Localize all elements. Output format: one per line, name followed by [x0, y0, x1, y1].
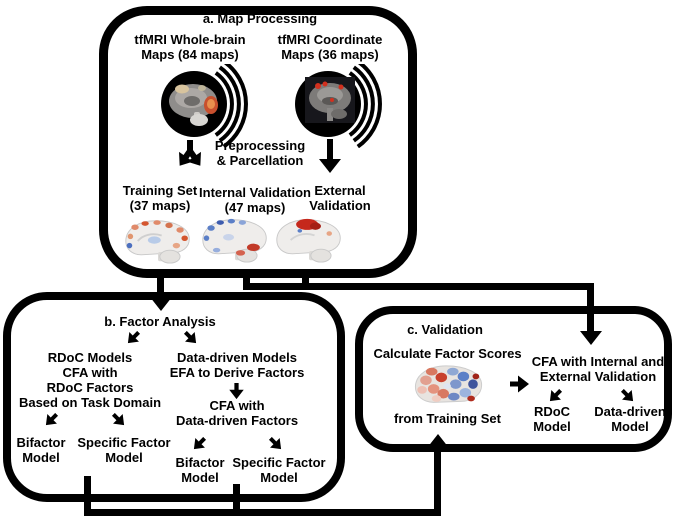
down-arrow-head — [319, 159, 341, 173]
text-line: Model — [181, 470, 219, 485]
text-line: CFA with — [62, 365, 118, 380]
text-line: Internal Validation — [199, 185, 311, 200]
rdoc-model-label: RDoC Model — [522, 404, 582, 434]
text-line: Data-driven Factors — [175, 413, 299, 428]
from-training-set-label: from Training Set — [394, 411, 501, 426]
coordinate-circle-icon — [295, 64, 382, 148]
external-validation-label: External Validation — [302, 183, 378, 213]
wholebrain-maps-label: tfMRI Whole-brain Maps (84 maps) — [110, 32, 270, 62]
text-line: Model — [22, 450, 60, 465]
text-line: & Parcellation — [216, 153, 304, 168]
text-line: Bifactor — [175, 455, 225, 470]
text-line: Specific Factor — [232, 455, 326, 470]
text-line: Preprocessing — [214, 138, 306, 153]
connector-into-c-arrowhead — [580, 331, 602, 345]
text-line: EFA to Derive Factors — [169, 365, 305, 380]
text-line: RDoC Models — [47, 350, 133, 365]
text-line: Model — [105, 450, 143, 465]
preprocessing-label: Preprocessing & Parcellation — [197, 138, 323, 168]
text-line: Bifactor — [16, 435, 66, 450]
text-line: Based on Task Domain — [18, 395, 162, 410]
cfa-data-driven-label: CFA with Data-driven Factors — [157, 398, 317, 428]
text-line: Data-driven Models — [177, 350, 297, 365]
text-line: (47 maps) — [224, 200, 286, 215]
text-line: Maps (84 maps) — [141, 47, 239, 62]
text-line: Validation — [309, 198, 371, 213]
connector-a-to-b-arrowhead — [150, 297, 172, 311]
connector-validation-hline — [243, 283, 594, 290]
connector-b-right-stub — [233, 484, 240, 516]
panel-b-factor-analysis — [3, 292, 345, 502]
training-set-label: Training Set (37 maps) — [108, 183, 212, 213]
text-line: Model — [533, 419, 571, 434]
specific-factor-right-label: Specific Factor Model — [228, 455, 330, 485]
text-line: Data-driven — [594, 404, 666, 419]
down-arrow-shaft — [327, 139, 333, 161]
text-line: Model — [611, 419, 649, 434]
panel-c-validation — [355, 306, 672, 452]
bifactor-model-right-label: Bifactor Model — [168, 455, 232, 485]
internal-validation-label: Internal Validation (47 maps) — [197, 185, 313, 215]
specific-factor-left-label: Specific Factor Model — [74, 435, 174, 465]
split-arrow-icon — [173, 140, 207, 171]
text-line: CFA with Internal and — [531, 354, 665, 369]
text-line: Specific Factor — [77, 435, 171, 450]
text-line: Maps (36 maps) — [281, 47, 379, 62]
text-line: CFA with — [209, 398, 265, 413]
internal-brain-icon — [202, 218, 267, 263]
text-line: tfMRI Whole-brain — [134, 32, 246, 47]
text-line: External Validation — [539, 369, 657, 384]
factor-scores-brain-icon — [414, 365, 483, 403]
connector-b-left-stub — [84, 476, 91, 516]
text-line: RDoC — [533, 404, 571, 419]
connector-internal-stub — [243, 271, 250, 289]
connector-external-stub — [302, 271, 309, 289]
connector-up-into-c-shaft — [434, 448, 441, 509]
calculate-factor-scores-label: Calculate Factor Scores — [373, 346, 522, 361]
data-driven-model-label: Data-driven Model — [586, 404, 674, 434]
connector-bottom-hline — [84, 509, 441, 516]
rdoc-models-label: RDoC Models CFA with RDoC Factors Based … — [10, 350, 170, 410]
training-brain-icon — [125, 220, 190, 264]
wholebrain-circle-icon — [161, 64, 248, 148]
connector-into-c-shaft — [587, 283, 594, 332]
text-line: External — [314, 183, 366, 198]
external-brain-icon — [276, 218, 341, 263]
text-line: Model — [260, 470, 298, 485]
bifactor-model-left-label: Bifactor Model — [8, 435, 74, 465]
text-line: RDoC Factors — [46, 380, 134, 395]
data-driven-models-label: Data-driven Models EFA to Derive Factors — [157, 350, 317, 380]
text-line: tfMRI Coordinate — [277, 32, 383, 47]
cfa-validation-label: CFA with Internal and External Validatio… — [520, 354, 676, 384]
panel-c-title: c. Validation — [407, 322, 483, 337]
coordinate-maps-label: tfMRI Coordinate Maps (36 maps) — [252, 32, 408, 62]
text-line: (37 maps) — [129, 198, 191, 213]
connector-a-to-b-shaft — [157, 271, 164, 298]
panel-a-title: a. Map Processing — [202, 11, 318, 26]
text-line: Training Set — [122, 183, 198, 198]
panel-b-title: b. Factor Analysis — [104, 314, 216, 329]
connector-up-into-c-arrowhead — [427, 434, 449, 448]
